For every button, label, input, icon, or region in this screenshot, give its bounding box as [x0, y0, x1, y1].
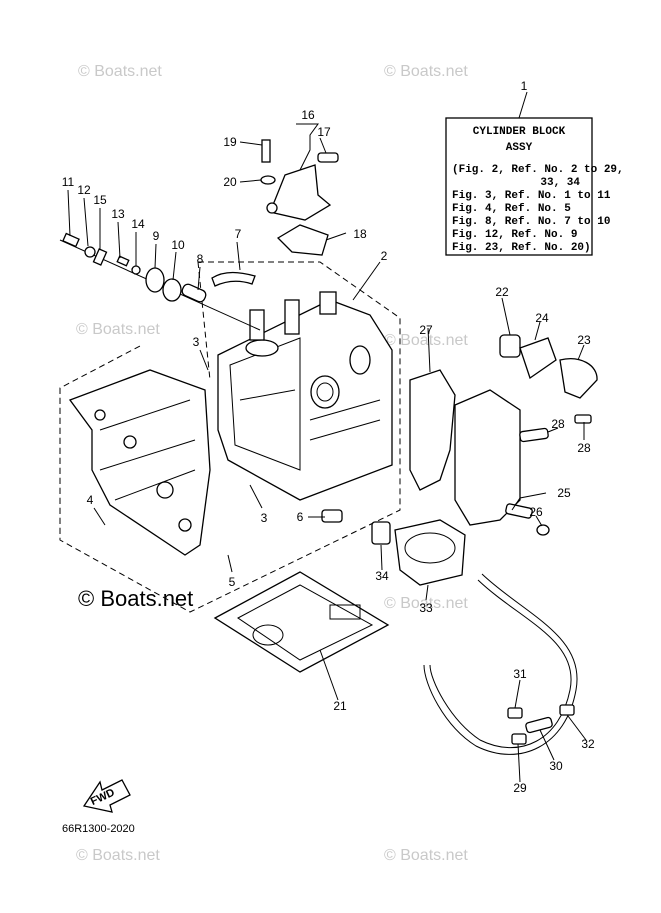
callout-16: 16: [301, 108, 315, 122]
callout-6: 6: [297, 510, 304, 524]
watermark-lower-right: © Boats.net: [384, 595, 468, 612]
callout-26: 26: [529, 505, 543, 519]
callout-14: 14: [131, 217, 145, 231]
watermark-mid-left: © Boats.net: [76, 321, 160, 338]
oil-filter-33: [394, 519, 466, 586]
callout-11: 11: [62, 175, 75, 189]
info-box-line-7: Fig. 23, Ref. No. 20): [452, 242, 591, 254]
cylinder-block: [217, 291, 393, 501]
callout-18: 18: [353, 227, 367, 241]
callout-21: 21: [333, 699, 347, 713]
callout-22: 22: [495, 285, 509, 299]
callout-3-lower: 3: [261, 511, 268, 525]
dowel-pin-6: [321, 509, 343, 523]
info-box-title: CYLINDER BLOCK: [473, 126, 566, 138]
info-box-line-6: Fig. 12, Ref. No. 9: [452, 229, 577, 241]
info-box-subtitle: ASSY: [506, 142, 533, 154]
callout-10: 10: [171, 238, 185, 252]
watermarks: © Boats.net © Boats.net © Boats.net © Bo…: [76, 63, 468, 864]
hose-assembly: [423, 573, 578, 755]
info-box-line-4: Fig. 4, Ref. No. 5: [452, 203, 571, 215]
callout-12: 12: [77, 183, 91, 197]
fwd-arrow-icon: FWD: [82, 779, 131, 813]
watermark-bottom-right: © Boats.net: [384, 847, 468, 864]
callout-numbers: 1 2 3 3 4 5 6 7 8 9 10 11 12 13 14 15 16…: [62, 79, 595, 795]
callout-28-right: 28: [577, 441, 591, 455]
diagram-code: 66R1300-2020: [62, 823, 135, 835]
thermostat-cover: [260, 139, 339, 256]
callout-33: 33: [419, 601, 433, 615]
assembly-info-box: CYLINDER BLOCK ASSY (Fig. 2, Ref. No. 2 …: [445, 117, 624, 256]
watermark-top-right: © Boats.net: [384, 63, 468, 80]
callout-17: 17: [317, 125, 331, 139]
info-box-line-1: (Fig. 2, Ref. No. 2 to 29,: [452, 164, 624, 176]
watermark-bottom-left: © Boats.net: [76, 847, 160, 864]
callout-8: 8: [197, 252, 204, 266]
copyright-watermark: © Boats.net: [78, 586, 193, 611]
leader-lines: [67, 91, 587, 783]
callout-9: 9: [153, 229, 160, 243]
callout-27: 27: [419, 323, 433, 337]
callout-32: 32: [581, 737, 595, 751]
callout-3-upper: 3: [193, 335, 200, 349]
fitting-34: [371, 521, 391, 545]
callout-28-left: 28: [551, 417, 565, 431]
crankcase: [68, 369, 211, 556]
callout-23: 23: [577, 333, 591, 347]
callout-25: 25: [557, 486, 571, 500]
info-box-line-2: 33, 34: [540, 177, 580, 189]
callout-1: 1: [521, 79, 528, 93]
watermark-top-left: © Boats.net: [78, 63, 162, 80]
callout-15: 15: [93, 193, 107, 207]
callout-13: 13: [111, 207, 125, 221]
callout-24: 24: [535, 311, 549, 325]
gasket-21: [213, 571, 390, 673]
callout-5: 5: [229, 575, 236, 589]
info-box-line-3: Fig. 3, Ref. No. 1 to 11: [452, 190, 611, 202]
callout-31: 31: [513, 667, 527, 681]
callout-7: 7: [235, 227, 242, 241]
info-box-line-5: Fig. 8, Ref. No. 7 to 10: [452, 216, 610, 228]
callout-19: 19: [223, 135, 237, 149]
assembly-outline: [59, 261, 401, 613]
callout-34: 34: [375, 569, 389, 583]
callout-30: 30: [549, 759, 563, 773]
callout-4: 4: [87, 493, 94, 507]
callout-20: 20: [223, 175, 237, 189]
gasket-27: [409, 369, 456, 491]
watermark-mid-right: © Boats.net: [384, 332, 468, 349]
callout-2: 2: [381, 249, 388, 263]
callout-29: 29: [513, 781, 527, 795]
shaft-parts: [59, 232, 261, 331]
right-side-parts: [321, 334, 598, 586]
